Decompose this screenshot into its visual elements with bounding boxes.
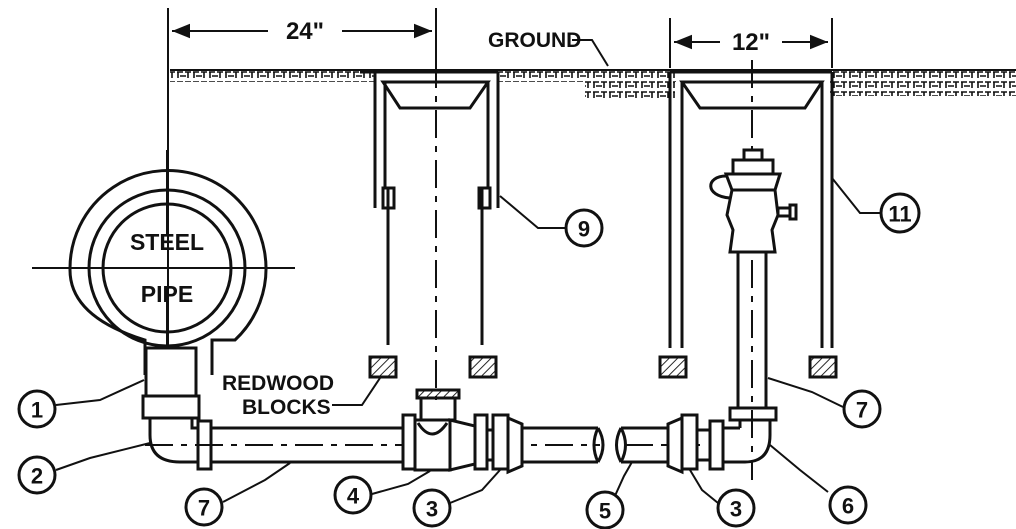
callout-1: 1 [17,379,145,429]
service-pipe-middle [522,426,700,464]
meter-riser [728,60,778,480]
meter-stop [709,148,798,254]
callout-3-left: 3 [412,469,501,528]
svg-text:3: 3 [730,497,742,522]
svg-text:5: 5 [599,499,611,524]
svg-text:7: 7 [198,496,210,521]
svg-text:4: 4 [347,484,360,509]
redwood-label-line2: BLOCKS [242,396,331,419]
meter-box-left [360,60,500,400]
service-elbow-left [148,418,213,471]
callout-3-right: 3 [689,469,756,528]
svg-text:2: 2 [31,464,43,489]
redwood-label-line1: REDWOOD [222,372,334,395]
callout-7-left: 7 [184,462,291,527]
steel-label: STEEL [130,229,204,255]
meter-box-right [658,70,838,379]
coupling-right [666,413,725,475]
callout-7-right: 7 [767,377,882,429]
service-elbow-right [723,418,772,464]
ground-label: GROUND [488,29,581,52]
dimension-12in-label: 12" [732,29,770,56]
coupling-left [487,413,524,475]
service-saddle [141,346,201,420]
svg-text:11: 11 [888,202,911,227]
dimension-24in: 24" [167,8,437,385]
callout-6: 6 [769,444,868,525]
redwood-blocks-label-group: REDWOOD BLOCKS [222,372,381,419]
curb-valve [401,388,489,472]
callout-11: 11 [831,177,921,234]
svg-text:1: 1 [31,398,43,423]
steel-pipe: STEEL PIPE [32,150,295,400]
ground-surface [170,69,1016,98]
ground-label-group: GROUND [488,29,609,67]
callout-2: 2 [17,442,151,495]
pipe-label: PIPE [141,281,193,307]
callout-9: 9 [499,195,604,248]
svg-text:3: 3 [426,497,438,522]
svg-text:6: 6 [842,494,854,519]
callout-4: 4 [333,470,431,515]
callout-5: 5 [585,461,633,529]
svg-text:9: 9 [578,217,590,242]
dimension-24in-label: 24" [286,18,324,45]
service-pipe-left [145,426,600,464]
dimension-12in: 12" [669,18,833,68]
svg-text:7: 7 [856,398,868,423]
